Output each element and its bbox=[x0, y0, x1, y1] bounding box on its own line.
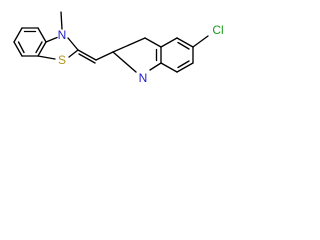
bond bbox=[144, 37, 162, 48]
bond bbox=[37, 55, 56, 60]
atom-label-sulfur: S bbox=[58, 53, 66, 67]
quinoline-pyridine-ring bbox=[112, 37, 162, 73]
bond bbox=[37, 41, 47, 57]
bond bbox=[112, 37, 146, 53]
bond bbox=[45, 36, 58, 43]
double-bond-inner bbox=[78, 53, 96, 64]
atom-label-nitrogen: N bbox=[139, 71, 148, 85]
bond bbox=[95, 51, 114, 61]
quinoline-benzene-ring bbox=[160, 37, 194, 73]
atom-label-chlorine: Cl bbox=[212, 23, 223, 37]
benzothiazole-benzene-ring bbox=[13, 27, 47, 57]
double-bond-inner bbox=[35, 41, 43, 54]
bond bbox=[112, 51, 137, 73]
double-bond-inner bbox=[177, 41, 190, 50]
n-methyl-bond bbox=[60, 11, 63, 30]
thiazole-ring bbox=[37, 36, 79, 60]
structure-canvas: N S Cl N bbox=[0, 0, 270, 95]
bond bbox=[149, 62, 162, 71]
double-bond-inner bbox=[177, 60, 190, 69]
double-bond bbox=[77, 49, 97, 61]
bond bbox=[160, 37, 178, 48]
bond bbox=[176, 62, 194, 73]
bond bbox=[13, 41, 23, 57]
bond bbox=[67, 37, 79, 51]
vinyl-linker bbox=[77, 49, 114, 64]
atom-label-nitrogen: N bbox=[58, 28, 67, 42]
double-bond-inner bbox=[17, 41, 25, 54]
molecule-structure: N S Cl N bbox=[13, 11, 224, 85]
bond bbox=[37, 27, 47, 43]
bond bbox=[176, 37, 194, 48]
bond bbox=[13, 27, 23, 43]
bond bbox=[160, 62, 178, 73]
chloro-bond bbox=[192, 35, 209, 48]
bond bbox=[68, 49, 79, 58]
